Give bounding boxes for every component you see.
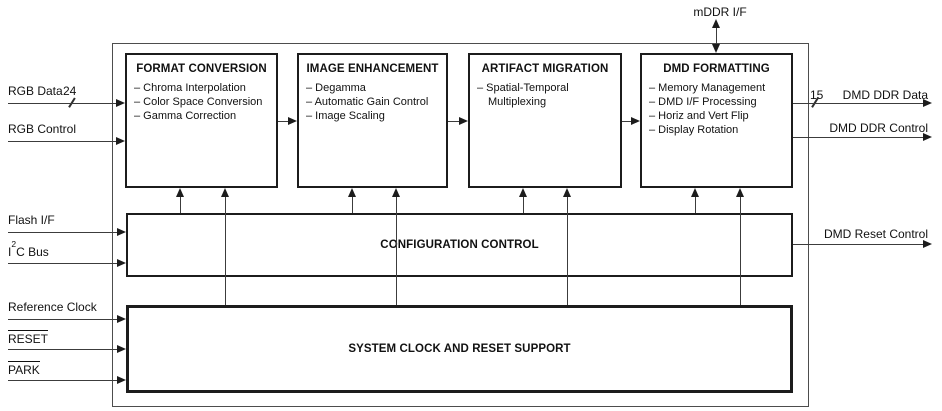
park-label: PARK <box>8 361 40 377</box>
arrowhead-right-icon <box>117 376 126 384</box>
arrowhead-right-icon <box>459 117 468 125</box>
block-item: – Chroma Interpolation <box>134 82 246 94</box>
arrowhead-right-icon <box>288 117 297 125</box>
block-item: – DMD I/F Processing <box>649 96 757 108</box>
connector-sysclk-to-image <box>396 197 397 305</box>
reference-clock-line <box>8 319 117 320</box>
rgb-data-label: RGB Data <box>8 84 63 98</box>
block-system-clock-reset: SYSTEM CLOCK AND RESET SUPPORT <box>126 305 793 393</box>
arrowhead-right-icon <box>117 228 126 236</box>
block-item: – Degamma <box>306 82 366 94</box>
block-item-list: – Degamma – Automatic Gain Control – Ima… <box>299 81 446 123</box>
arrowhead-up-icon <box>392 188 400 197</box>
connector-sysclk-to-dmd <box>740 197 741 305</box>
flash-if-label: Flash I/F <box>8 213 55 227</box>
block-item: – Spatial-Temporal Multiplexing <box>477 82 569 108</box>
block-title: CONFIGURATION CONTROL <box>380 239 539 251</box>
reference-clock-label: Reference Clock <box>8 300 97 314</box>
block-item-list: – Chroma Interpolation – Color Space Con… <box>127 81 276 123</box>
flash-if-line <box>8 232 117 233</box>
rgb-data-bus-width: 24 <box>63 84 77 98</box>
i2c-bus-label: I2C Bus <box>8 239 49 259</box>
block-image-enhancement: IMAGE ENHANCEMENT – Degamma – Automatic … <box>297 53 448 188</box>
dmd-ddr-control-line <box>793 137 923 138</box>
arrowhead-up-icon <box>348 188 356 197</box>
arrowhead-right-icon <box>117 315 126 323</box>
reset-line <box>8 349 117 350</box>
chip-boundary <box>112 43 809 407</box>
park-overline-text: PARK <box>8 361 40 377</box>
block-item: – Display Rotation <box>649 124 739 136</box>
block-title: ARTIFACT MIGRATION <box>481 63 609 75</box>
connector-artifact-to-dmd <box>622 121 631 122</box>
arrowhead-right-icon <box>117 259 126 267</box>
block-item: – Image Scaling <box>306 110 385 122</box>
connector-config-to-format <box>180 197 181 213</box>
rgb-control-label: RGB Control <box>8 122 77 136</box>
dmd-ddr-control-label: DMD DDR Control <box>829 121 928 135</box>
dmd-ddr-data-line <box>793 103 923 104</box>
arrowhead-right-icon <box>923 133 932 141</box>
connector-sysclk-to-artifact <box>567 197 568 305</box>
block-dmd-formatting: DMD FORMATTING – Memory Management – DMD… <box>640 53 793 188</box>
i2c-bus-line <box>8 263 117 264</box>
connector-format-to-image <box>278 121 288 122</box>
arrowhead-up-icon <box>221 188 229 197</box>
i2c-post: C Bus <box>16 245 49 259</box>
dmd-reset-control-label: DMD Reset Control <box>823 227 928 241</box>
rgb-data-line <box>8 103 116 104</box>
arrowhead-up-icon <box>691 188 699 197</box>
arrowhead-right-icon <box>116 137 125 145</box>
i2c-sup: 2 <box>11 239 17 249</box>
block-title: FORMAT CONVERSION <box>136 63 267 75</box>
block-item: – Horiz and Vert Flip <box>649 110 749 122</box>
block-item-list: – Spatial-Temporal Multiplexing <box>470 81 620 109</box>
arrowhead-right-icon <box>631 117 640 125</box>
mddr-if-label: mDDR I/F <box>693 5 747 19</box>
connector-config-to-dmd <box>695 197 696 213</box>
arrowhead-down-icon <box>712 44 720 53</box>
block-item: – Automatic Gain Control <box>306 96 429 108</box>
arrowhead-up-icon <box>176 188 184 197</box>
block-item-list: – Memory Management – DMD I/F Processing… <box>642 81 791 137</box>
arrowhead-right-icon <box>923 240 932 248</box>
dmd-reset-control-line <box>793 244 923 245</box>
block-configuration-control: CONFIGURATION CONTROL <box>126 213 793 277</box>
block-title: IMAGE ENHANCEMENT <box>306 63 439 75</box>
connector-sysclk-to-format <box>225 197 226 305</box>
arrowhead-up-icon <box>736 188 744 197</box>
block-item: – Memory Management <box>649 82 766 94</box>
block-format-conversion: FORMAT CONVERSION – Chroma Interpolation… <box>125 53 278 188</box>
arrowhead-right-icon <box>116 99 125 107</box>
arrowhead-right-icon <box>117 345 126 353</box>
block-item: – Color Space Conversion <box>134 96 263 108</box>
connector-config-to-image <box>352 197 353 213</box>
connector-config-to-artifact <box>523 197 524 213</box>
arrowhead-up-icon <box>519 188 527 197</box>
reset-overline-text: RESET <box>8 330 49 346</box>
mddr-if-connector-line <box>716 26 717 46</box>
arrowhead-up-icon <box>563 188 571 197</box>
block-title: SYSTEM CLOCK AND RESET SUPPORT <box>348 343 571 355</box>
dmd-ddr-data-label: DMD DDR Data <box>842 88 928 102</box>
dmd-ddr-data-bus-width: 15 <box>810 88 824 102</box>
arrowhead-right-icon <box>923 99 932 107</box>
block-title: DMD FORMATTING <box>663 63 770 75</box>
block-item: – Gamma Correction <box>134 110 237 122</box>
rgb-control-line <box>8 141 116 142</box>
arrowhead-up-icon <box>712 19 720 28</box>
reset-label: RESET <box>8 330 49 346</box>
connector-image-to-artifact <box>448 121 459 122</box>
park-line <box>8 380 117 381</box>
block-artifact-migration: ARTIFACT MIGRATION – Spatial-Temporal Mu… <box>468 53 622 188</box>
i2c-pre: I <box>8 245 12 259</box>
